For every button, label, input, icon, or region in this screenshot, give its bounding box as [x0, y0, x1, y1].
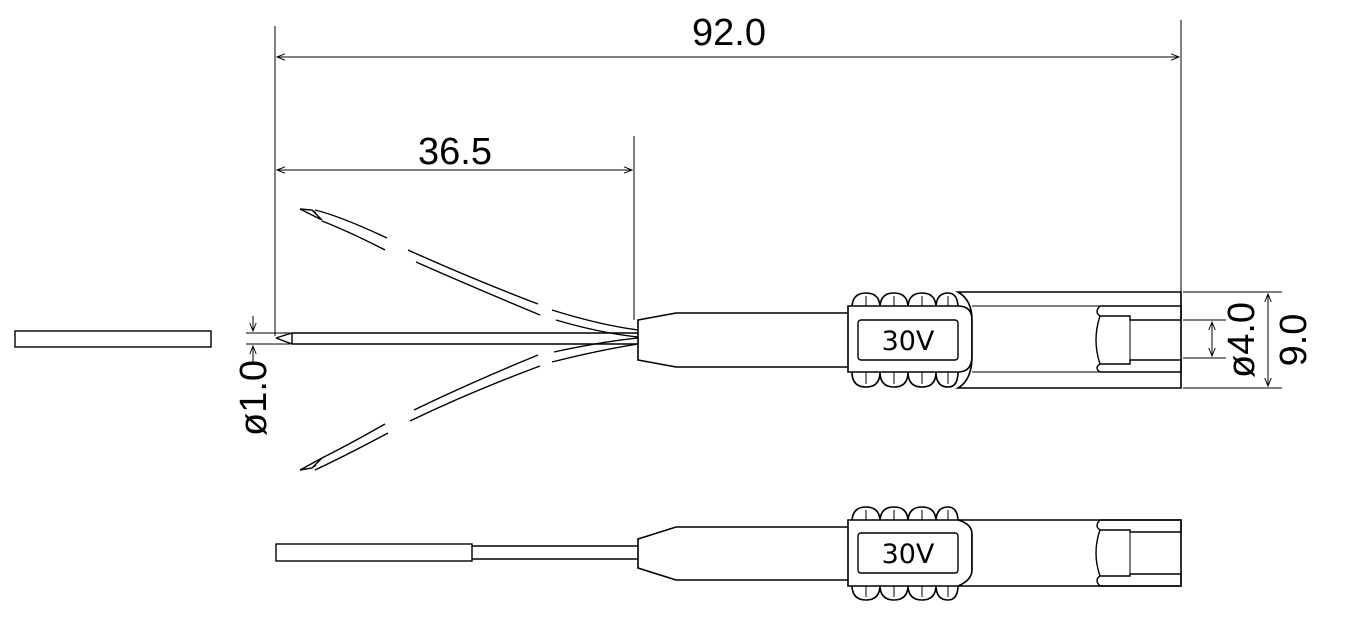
socket-section	[1095, 305, 1182, 373]
pin-shaft	[472, 545, 638, 560]
voltage-label-top: 30V	[882, 326, 935, 357]
dimension-body-diameter: 9.0	[1183, 291, 1315, 389]
lower-lead	[299, 337, 639, 471]
probe-assembly-bottom: 30V	[275, 506, 1182, 601]
dimension-pin-diameter: ø1.0	[233, 316, 290, 436]
dimension-socket-diameter-label: ø4.0	[1221, 302, 1263, 378]
upper-lead	[299, 208, 639, 338]
center-wire	[275, 332, 638, 345]
socket-section-bottom	[1095, 519, 1182, 587]
loose-pin	[14, 330, 212, 348]
dimension-wire-length-label: 36.5	[418, 131, 492, 173]
dimension-socket-diameter: ø4.0	[1183, 302, 1263, 378]
dimension-total-length: 92.0	[274, 12, 1182, 336]
pin-shroud	[275, 543, 473, 562]
dimension-body-diameter-label: 9.0	[1273, 314, 1315, 367]
voltage-label-bottom: 30V	[882, 539, 935, 570]
rear-boot-bottom	[637, 526, 851, 581]
rear-boot	[637, 312, 851, 368]
dimension-total-length-label: 92.0	[692, 12, 766, 54]
voltage-label-frame-bottom	[857, 532, 959, 574]
front-sleeve-bottom	[957, 519, 1182, 587]
dimension-pin-diameter-label: ø1.0	[233, 360, 275, 436]
dimension-wire-length: 36.5	[275, 131, 635, 320]
probe-assembly-top: 30V	[275, 208, 1182, 471]
voltage-label-frame	[857, 319, 959, 361]
